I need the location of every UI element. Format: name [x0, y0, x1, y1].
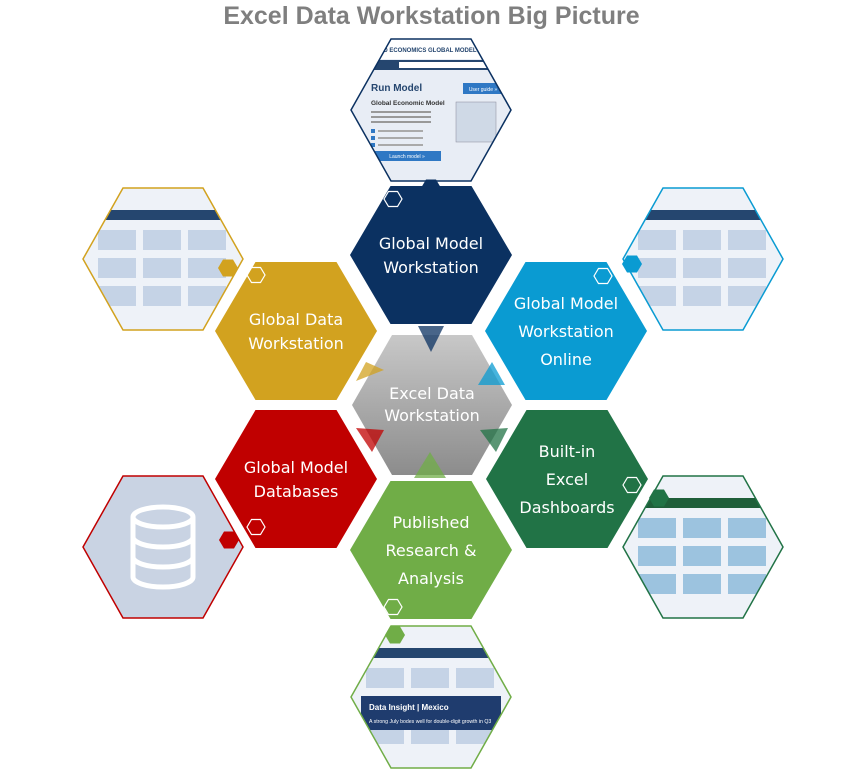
hex-label-line: Global Model [379, 234, 483, 253]
data-workstation-screenshot [82, 187, 244, 331]
data-insight-subheading: A strong July bodes well for double-digi… [369, 719, 491, 725]
hex-label-line: Analysis [398, 569, 464, 588]
small-hexagon-icon [246, 518, 266, 536]
run-model-screenshot: ND ECONOMICS GLOBAL MODEL WORKSTA Run Mod… [350, 38, 512, 182]
dashboards-screenshot [622, 475, 784, 619]
small-hexagon-icon [383, 598, 403, 616]
small-hexagon-icon [593, 267, 613, 285]
small-hexagon-icon [649, 489, 669, 507]
pointer-triangle-icon [418, 326, 444, 352]
small-hexagon-icon [385, 626, 405, 644]
hex-label-line: Research & [386, 541, 477, 560]
hex-label-line: Global Data [249, 310, 343, 329]
hex-label-line: Published [392, 513, 469, 532]
small-hexagon-icon [622, 476, 642, 494]
launch-model-button [373, 151, 441, 161]
small-hexagon-icon [622, 255, 642, 273]
pointer-triangle-icon [356, 362, 384, 381]
small-hexagon-icon [383, 190, 403, 208]
hex-label-line: Databases [254, 482, 339, 501]
hex-label-line: Workstation [383, 258, 479, 277]
run-model-subheading: Global Economic Model [371, 100, 445, 107]
database-icon [130, 504, 196, 590]
center-label-line: Excel Data [389, 384, 475, 403]
user-guide-button [463, 83, 503, 94]
pointer-triangle-icon [414, 452, 446, 478]
hex-label-line: Workstation [518, 322, 614, 341]
hex-label-line: Built-in [539, 442, 596, 461]
hex-label-line: Workstation [248, 334, 344, 353]
pointer-triangle-icon [356, 428, 384, 452]
small-hexagon-icon [219, 531, 239, 549]
data-insight-heading: Data Insight | Mexico [369, 703, 449, 712]
hex-label-line: Excel [546, 470, 588, 489]
small-hexagon-icon [421, 179, 441, 197]
run-model-heading: Run Model [371, 83, 422, 94]
hex-label-line: Global Model [514, 294, 618, 313]
pointer-triangle-icon [478, 362, 505, 385]
hex-label-line: Online [540, 350, 592, 369]
small-hexagon-icon [218, 259, 238, 277]
pointer-triangle-icon [480, 428, 508, 452]
online-workstation-screenshot [622, 187, 784, 331]
hex-label-line: Global Model [244, 458, 348, 477]
research-screenshot: Data Insight | Mexico A strong July bodes… [350, 625, 512, 769]
databases-image [82, 475, 244, 619]
small-hexagon-icon [246, 266, 266, 284]
user-guide-label: User guide » [469, 87, 498, 93]
page-title: Excel Data Workstation Big Picture [223, 2, 640, 30]
brand-text: ND ECONOMICS GLOBAL MODEL WORKSTA [379, 48, 509, 54]
launch-model-label: Launch model » [389, 154, 425, 160]
center-label-line: Workstation [384, 406, 480, 425]
hex-label-line: Dashboards [519, 498, 614, 517]
